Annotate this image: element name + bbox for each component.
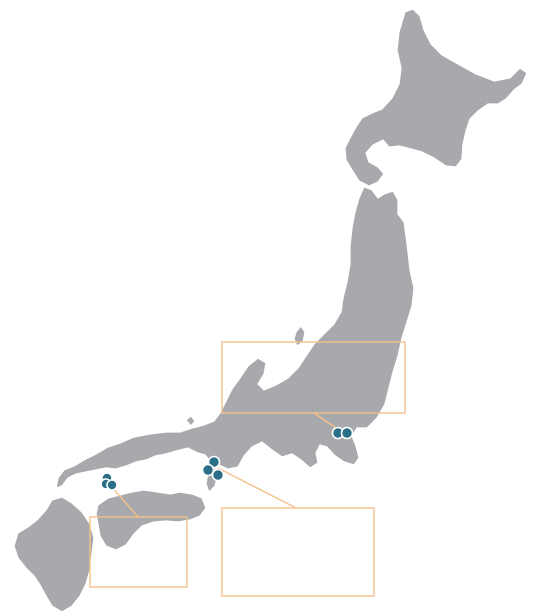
honshu — [55, 186, 415, 489]
callout-box-hiroshima — [89, 516, 188, 588]
hokkaido — [344, 8, 528, 187]
kyushu — [13, 496, 95, 613]
location-marker[interactable] — [340, 426, 354, 440]
leader-line-osaka — [217, 467, 297, 509]
location-marker[interactable] — [211, 468, 225, 482]
callout-box-osaka — [221, 507, 375, 597]
oki-island — [185, 415, 196, 427]
marker-group-hiroshima — [100, 472, 118, 491]
shikoku — [95, 489, 207, 551]
location-marker[interactable] — [201, 463, 215, 477]
callout-box-tokyo — [221, 341, 406, 414]
sado-island — [293, 325, 306, 347]
location-marker[interactable] — [106, 479, 118, 491]
marker-group-osaka — [201, 455, 225, 482]
marker-group-tokyo — [331, 426, 354, 440]
leader-line-hiroshima — [109, 484, 139, 518]
